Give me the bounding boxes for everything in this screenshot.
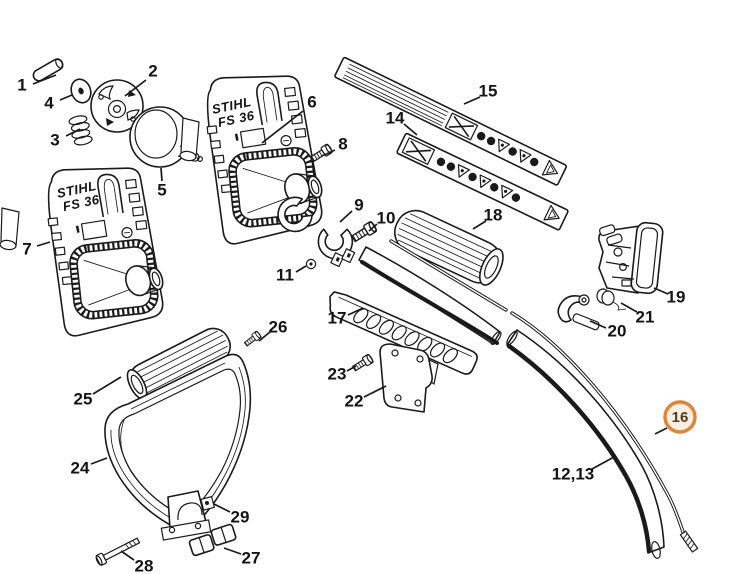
callout-leader (92, 376, 122, 395)
callout-26: 26 (269, 318, 288, 337)
highlight-leader (654, 427, 668, 435)
part-grip-18 (394, 209, 504, 286)
callout-21: 21 (636, 308, 655, 327)
callout-layer: 123456789101112,131415171819202122232425… (17, 62, 697, 574)
callout-22: 22 (345, 392, 364, 411)
callout-6: 6 (307, 93, 316, 112)
callout-leader (653, 287, 669, 295)
callout-7: 7 (22, 240, 31, 259)
callout-25: 25 (74, 390, 93, 409)
callout-19: 19 (667, 288, 686, 307)
part-square-nut-29 (200, 496, 215, 511)
callout-29: 29 (231, 508, 250, 527)
callout-17: 17 (328, 309, 347, 328)
callout-9: 9 (354, 196, 363, 215)
callout-leader (403, 123, 418, 136)
part-throttle-housing-19 (598, 221, 664, 295)
callout-23: 23 (328, 365, 347, 384)
highlighted-part-bubble[interactable] (663, 400, 697, 434)
callout-leader (32, 74, 57, 85)
part-sticker-14 (396, 132, 569, 231)
callout-8: 8 (338, 135, 347, 154)
callout-leader (261, 110, 304, 144)
part-bolt-28 (95, 537, 141, 566)
callout-leader (347, 307, 364, 316)
callout-12,13: 12,13 (552, 465, 595, 484)
callout-5: 5 (157, 181, 166, 200)
part-loop-handle-24 (104, 353, 252, 541)
callout-10: 10 (377, 209, 396, 228)
callout-leader (463, 96, 481, 105)
part-nut-11 (305, 258, 317, 270)
part-clamp-9 (317, 228, 356, 268)
callout-leader (472, 220, 487, 230)
callout-leader (59, 94, 73, 101)
callout-2: 2 (148, 62, 157, 81)
callout-20: 20 (608, 322, 627, 341)
part-pin-1 (32, 58, 64, 82)
callout-11: 11 (276, 266, 294, 285)
callout-leader (223, 547, 242, 555)
callout-27: 27 (242, 549, 261, 568)
callout-leader (90, 457, 108, 465)
highlighted-part-number[interactable]: 16 (672, 409, 689, 426)
part-housing-6 (179, 69, 328, 246)
callout-leader (589, 320, 607, 329)
callout-28: 28 (135, 557, 154, 574)
callout-leader (65, 128, 81, 137)
callout-14: 14 (386, 109, 405, 128)
callout-24: 24 (71, 459, 90, 478)
callout-4: 4 (44, 94, 54, 113)
part-inner-shaft-12-13 (389, 239, 699, 553)
callout-leader (368, 223, 378, 232)
callout-1: 1 (17, 76, 26, 95)
callout-leader (213, 503, 231, 513)
part-liner-12-13 (360, 260, 652, 554)
callout-leader (36, 241, 51, 247)
part-trigger-20 (557, 294, 600, 331)
part-spring-post-21 (596, 288, 627, 311)
callout-leader (363, 385, 387, 398)
callout-leader (258, 331, 271, 342)
part-housing-7 (0, 161, 169, 338)
part-screw-23 (350, 353, 375, 374)
part-spring-3 (68, 115, 93, 146)
callout-leader (295, 265, 307, 273)
callout-3: 3 (50, 131, 59, 150)
part-spring-channel-17 (329, 291, 478, 375)
callout-leader (620, 302, 638, 313)
part-cover-plate-22 (379, 343, 439, 413)
callout-leader (120, 550, 135, 561)
callout-leader (321, 149, 336, 157)
part-grip-25 (126, 327, 231, 400)
callout-leader (160, 167, 163, 182)
part-sticker-15 (334, 56, 568, 186)
part-screw-10 (349, 220, 379, 245)
part-clamp-blocks-27 (188, 523, 237, 557)
callout-leader (591, 456, 615, 470)
callout-18: 18 (484, 206, 503, 225)
part-boss-cap (277, 196, 313, 233)
part-washer-4 (70, 78, 92, 104)
callout-leader (346, 365, 357, 372)
part-screw-26 (242, 330, 263, 348)
callout-leader (124, 79, 147, 97)
callout-leader (339, 210, 353, 223)
callout-15: 15 (479, 82, 498, 101)
